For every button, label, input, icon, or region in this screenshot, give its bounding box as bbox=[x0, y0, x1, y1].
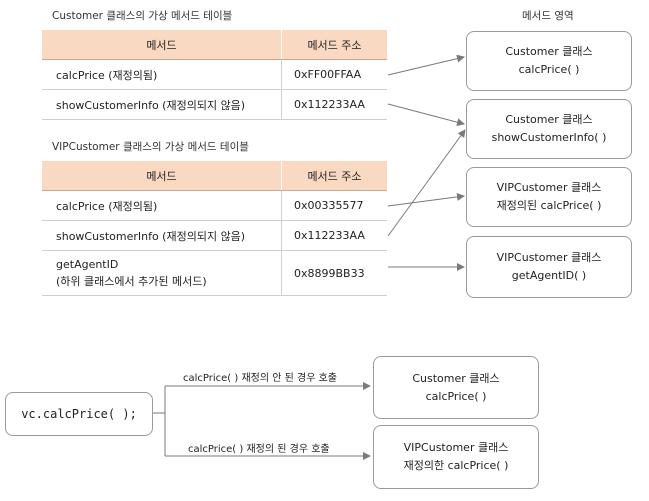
method-box-vip-getagentid: VIPCustomer 클래스 getAgentID( ) bbox=[466, 236, 632, 298]
table-row: calcPrice (재정의됨) 0x00335577 bbox=[42, 190, 387, 221]
method-box-method: getAgentID( ) bbox=[511, 269, 587, 282]
table1-caption: Customer 클래스의 가상 메서드 테이블 bbox=[52, 10, 233, 22]
table1-row1-address: 0xFF00FFAA bbox=[281, 59, 387, 90]
table1-header-method: 메서드 bbox=[42, 30, 282, 60]
table2-row2-address: 0x112233AA bbox=[281, 220, 387, 251]
arrow-vip-calcprice-to-vip bbox=[387, 192, 465, 207]
table2-row1-method: calcPrice (재정의됨) bbox=[42, 190, 282, 221]
call-box-vipcustomer: VIPCustomer 클래스 재정의한 calcPrice( ) bbox=[373, 425, 539, 489]
method-box-customer-calcprice: Customer 클래스 calcPrice( ) bbox=[466, 31, 632, 91]
table2-row1-address: 0x00335577 bbox=[281, 190, 387, 221]
method-box-class: Customer 클래스 bbox=[505, 113, 593, 126]
table-row: showCustomerInfo (재정의되지 않음) 0x112233AA bbox=[42, 89, 387, 120]
method-area-title: 메서드 영역 bbox=[522, 10, 574, 22]
table2-row3-method-line2: (하위 클래스에서 추가된 메서드) bbox=[56, 275, 207, 288]
table-row: getAgentID (하위 클래스에서 추가된 메서드) 0x8899BB33 bbox=[42, 250, 387, 296]
method-box-class: VIPCustomer 클래스 bbox=[496, 181, 602, 194]
arrow-showinfo-to-customer bbox=[387, 103, 465, 127]
vipcustomer-vtable: 메서드 메서드 주소 calcPrice (재정의됨) 0x00335577 s… bbox=[42, 161, 387, 296]
table1-row2-address: 0x112233AA bbox=[281, 89, 387, 120]
code-call-box: vc.calcPrice( ); bbox=[5, 392, 153, 436]
table1-row2-method: showCustomerInfo (재정의되지 않음) bbox=[42, 89, 282, 120]
method-box-class: VIPCustomer 클래스 bbox=[496, 251, 602, 264]
method-box-customer-showinfo: Customer 클래스 showCustomerInfo( ) bbox=[466, 99, 632, 159]
call-box-customer: Customer 클래스 calcPrice( ) bbox=[373, 356, 539, 419]
branch-top-label: calcPrice( ) 재정의 안 된 경우 호출 bbox=[183, 373, 337, 384]
table2-header-method: 메서드 bbox=[42, 161, 282, 191]
method-box-class: Customer 클래스 bbox=[505, 45, 593, 58]
code-call-text: vc.calcPrice( ); bbox=[21, 407, 137, 421]
customer-vtable: 메서드 메서드 주소 calcPrice (재정의됨) 0xFF00FFAA s… bbox=[42, 30, 387, 120]
call-box-method: 재정의한 calcPrice( ) bbox=[403, 459, 509, 472]
branch-bottom-label: calcPrice( ) 재정의 된 경우 호출 bbox=[188, 444, 330, 455]
method-box-vip-calcprice: VIPCustomer 클래스 재정의된 calcPrice( ) bbox=[466, 167, 632, 227]
table2-row3-address: 0x8899BB33 bbox=[281, 250, 387, 296]
call-box-class: Customer 클래스 bbox=[412, 371, 500, 385]
table2-caption: VIPCustomer 클래스의 가상 메서드 테이블 bbox=[52, 141, 249, 153]
table2-row2-method: showCustomerInfo (재정의되지 않음) bbox=[42, 220, 282, 251]
table1-row1-method: calcPrice (재정의됨) bbox=[42, 59, 282, 90]
table-row: calcPrice (재정의됨) 0xFF00FFAA bbox=[42, 59, 387, 90]
table2-header-address: 메서드 주소 bbox=[281, 161, 387, 191]
method-box-method: calcPrice( ) bbox=[518, 63, 580, 76]
arrow-calcprice-to-customer bbox=[387, 54, 465, 76]
table2-row3-method: getAgentID (하위 클래스에서 추가된 메서드) bbox=[42, 250, 282, 296]
method-box-method: 재정의된 calcPrice( ) bbox=[496, 199, 602, 212]
call-box-method: calcPrice( ) bbox=[425, 389, 487, 403]
call-box-class: VIPCustomer 클래스 bbox=[403, 441, 509, 454]
arrow-vip-showinfo-to-customer bbox=[387, 129, 466, 237]
method-box-method: showCustomerInfo( ) bbox=[491, 131, 607, 144]
table-row: showCustomerInfo (재정의되지 않음) 0x112233AA bbox=[42, 220, 387, 251]
table1-header-address: 메서드 주소 bbox=[281, 30, 387, 60]
table2-row3-method-line1: getAgentID bbox=[56, 258, 119, 271]
